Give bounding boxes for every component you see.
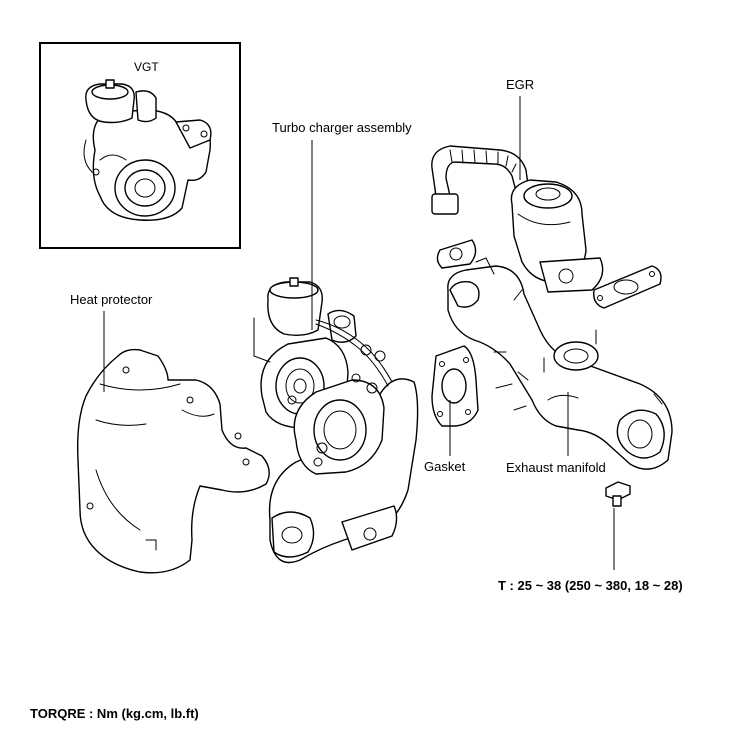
turbo-charger-illustration: [253, 277, 419, 564]
torque-spec-label: T : 25 ~ 38 (250 ~ 380, 18 ~ 28): [498, 578, 683, 593]
leader-lines: [103, 96, 615, 570]
heat-protector-illustration: [77, 348, 270, 574]
egr-label: EGR: [506, 77, 535, 92]
egr-gasket-upper: [436, 239, 477, 269]
exhaust-manifold-label: Exhaust manifold: [506, 460, 606, 475]
exhaust-manifold-illustration: [447, 257, 673, 470]
manifold-bolt-illustration: [605, 481, 631, 507]
egr-assembly-illustration: [431, 145, 604, 293]
heat-protector-label: Heat protector: [70, 292, 153, 307]
vgt-label: VGT: [134, 60, 159, 74]
vgt-turbo-illustration: [83, 79, 212, 221]
torque-units-label: TORQRE : Nm (kg.cm, lb.ft): [30, 706, 199, 721]
egr-gasket-right: [593, 265, 662, 309]
turbo-charger-assembly-label: Turbo charger assembly: [272, 120, 412, 135]
gasket-label: Gasket: [424, 459, 466, 474]
turbo-gasket-illustration: [431, 345, 479, 427]
